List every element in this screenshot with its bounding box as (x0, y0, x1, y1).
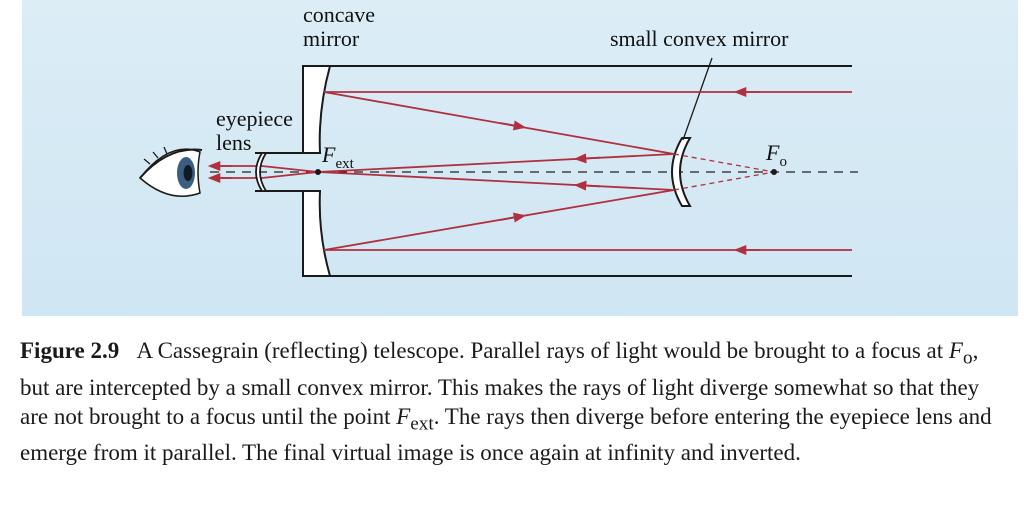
label-f-ext-main: F (321, 142, 336, 167)
eye-lashes (143, 146, 168, 165)
rays (207, 86, 852, 256)
eye-pupil (183, 165, 193, 181)
caption-text-3: . The rays then diverge before entering … (20, 403, 992, 466)
eye-upper-lid (139, 148, 203, 179)
label-f-o: Fo (765, 140, 787, 170)
ray-top-return (317, 153, 675, 173)
figure-label: Figure 2.9 (20, 338, 120, 363)
label-f-ext: Fext (321, 142, 355, 172)
eye-icon (138, 146, 203, 197)
label-f-ext-sub: ext (335, 156, 354, 172)
figure-caption: Figure 2.9 A Cassegrain (reflecting) tel… (20, 336, 1010, 467)
virtual-ray-top (673, 153, 775, 173)
ray-bottom-return (317, 171, 675, 191)
label-concave: concave (303, 2, 375, 27)
ray-diverge-top (261, 165, 319, 173)
ray-bottom-return-arrow (573, 180, 601, 191)
caption-symbol-fo-sub: o (962, 347, 973, 369)
ray-bottom-reflected (323, 189, 675, 251)
convex-mirror-leader (682, 57, 713, 141)
label-eyepiece: eyepiece (216, 106, 293, 131)
caption-symbol-fo: F (948, 338, 963, 363)
concave-mirror-upper (302, 65, 332, 154)
concave-mirror-lower (302, 190, 332, 277)
ray-top-return-arrow (573, 153, 601, 164)
label-f-o-main: F (765, 140, 780, 165)
label-f-o-sub: o (779, 154, 787, 170)
caption-symbol-fext: F (396, 403, 411, 429)
f-o-point (771, 169, 777, 175)
caption-text-1: A Cassegrain (reflecting) telescope. Par… (136, 338, 949, 363)
small-convex-mirror (671, 137, 692, 207)
virtual-ray-bottom (673, 171, 775, 191)
label-small-convex-mirror: small convex mirror (610, 26, 789, 51)
f-ext-point (315, 169, 321, 175)
caption-text-2: , but are intercepted by a small convex … (20, 338, 980, 429)
eyepiece-lens (255, 152, 268, 192)
concave-mirror (302, 65, 332, 277)
label-lens: lens (216, 130, 251, 155)
virtual-ray-extensions (673, 153, 775, 191)
ray-diverge-bottom (261, 171, 319, 179)
ray-top-reflected (323, 91, 675, 155)
ray-bottom-reflected-arrow (499, 212, 527, 223)
caption-symbol-fext-sub: ext (410, 413, 434, 435)
ray-top-reflected-arrow (499, 120, 527, 131)
label-mirror: mirror (303, 26, 360, 51)
telescope-diagram: concave mirror small convex mirror eyepi… (138, 2, 858, 277)
